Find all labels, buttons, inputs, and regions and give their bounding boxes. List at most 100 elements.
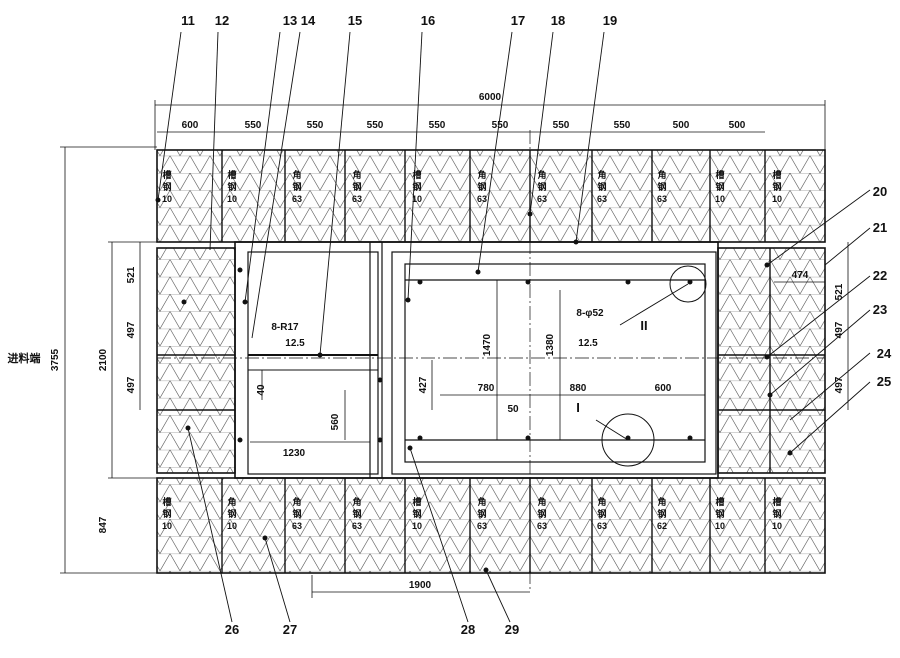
- segment-width-dimension: 600: [182, 120, 199, 131]
- cell-label-bottom: 10: [227, 521, 237, 531]
- cell-label-bottom: 钢: [657, 508, 666, 519]
- cell-label-top: 钢: [477, 181, 486, 192]
- dimension-880: 880: [570, 383, 587, 394]
- cell-label-bottom: 槽: [412, 496, 421, 507]
- hole-callout-b-sub: 12.5: [578, 338, 598, 349]
- hole-callout-b: 8-φ52: [576, 308, 604, 319]
- cell-label-top: 角: [537, 169, 546, 180]
- part-number-label: 22: [873, 268, 887, 283]
- dimension-lines: [60, 100, 849, 598]
- cell-label-bottom: 角: [597, 496, 606, 507]
- dimension-1900: 1900: [409, 580, 432, 591]
- part-number-label: 24: [877, 346, 892, 361]
- cell-label-bottom: 62: [657, 521, 667, 531]
- part-number-label: 11: [181, 13, 195, 28]
- middle-height-dimension: 2100: [98, 348, 109, 371]
- cell-label-top: 角: [292, 169, 301, 180]
- detail-circle-1: [601, 413, 655, 467]
- leader-lines: [157, 31, 871, 623]
- part-number-label: 19: [603, 13, 617, 28]
- cell-label-bottom: 10: [715, 521, 725, 531]
- cell-label-top: 10: [162, 194, 172, 204]
- cell-label-bottom: 角: [352, 496, 361, 507]
- segment-width-dimension: 550: [553, 120, 570, 131]
- middle-part-dimension: 497: [126, 376, 137, 393]
- cell-label-top: 钢: [657, 181, 666, 192]
- dimension-40: 40: [256, 384, 267, 396]
- segment-width-dimension: 550: [307, 120, 324, 131]
- right-part-dimension: 521: [834, 283, 845, 300]
- cell-label-top: 钢: [162, 181, 171, 192]
- cell-label-top: 钢: [597, 181, 606, 192]
- part-number-label: 17: [511, 13, 525, 28]
- cell-label-top: 10: [772, 194, 782, 204]
- part-number-label: 26: [225, 622, 239, 637]
- dimension-50: 50: [507, 404, 519, 415]
- segment-width-dimension: 550: [614, 120, 631, 131]
- right-grate-block: [717, 247, 826, 474]
- cell-label-bottom: 角: [537, 496, 546, 507]
- feed-end-label: 进料端: [8, 351, 41, 365]
- cell-label-top: 角: [352, 169, 361, 180]
- dimension-1230: 1230: [283, 448, 306, 459]
- cell-label-top: 钢: [292, 181, 301, 192]
- cell-label-bottom: 角: [657, 496, 666, 507]
- cell-label-top: 角: [657, 169, 666, 180]
- part-number-label: 16: [421, 13, 435, 28]
- part-number-label: 21: [873, 220, 887, 235]
- cell-label-top: 钢: [772, 181, 781, 192]
- detail-marker-1: I: [576, 400, 580, 415]
- part-number-label: 12: [215, 13, 229, 28]
- part-number-label: 14: [301, 13, 316, 28]
- cell-label-bottom: 角: [477, 496, 486, 507]
- top-grate-row: [156, 149, 826, 243]
- cell-label-bottom: 63: [477, 521, 487, 531]
- cell-label-top: 角: [477, 169, 486, 180]
- right-part-dimension: 497: [834, 376, 845, 393]
- dimension-427: 427: [418, 376, 429, 393]
- cell-label-bottom: 槽: [772, 496, 781, 507]
- overall-width-dimension: 6000: [479, 92, 502, 103]
- cell-label-top: 钢: [352, 181, 361, 192]
- segment-width-dimension: 550: [367, 120, 384, 131]
- segment-width-dimension: 500: [673, 120, 690, 131]
- segment-width-dimension: 550: [245, 120, 262, 131]
- cell-label-bottom: 槽: [715, 496, 724, 507]
- cell-label-bottom: 角: [292, 496, 301, 507]
- cell-label-bottom: 钢: [292, 508, 301, 519]
- part-number-label: 13: [283, 13, 297, 28]
- cell-label-top: 钢: [227, 181, 236, 192]
- part-number-label: 25: [877, 374, 891, 389]
- hole-callout-a: 8-R17: [271, 322, 299, 333]
- cell-label-bottom: 10: [162, 521, 172, 531]
- central-frame: [157, 130, 825, 590]
- cell-label-bottom: 角: [227, 496, 236, 507]
- cell-label-top: 10: [715, 194, 725, 204]
- cell-label-bottom: 63: [292, 521, 302, 531]
- cell-label-bottom: 钢: [715, 508, 724, 519]
- cell-label-top: 槽: [227, 169, 236, 180]
- dimension-560: 560: [330, 413, 341, 430]
- cell-label-bottom: 63: [597, 521, 607, 531]
- cell-label-top: 10: [412, 194, 422, 204]
- cell-label-bottom: 槽: [162, 496, 171, 507]
- dimension-1470: 1470: [482, 333, 493, 356]
- detail-marker-2: II: [640, 318, 647, 333]
- right-part-dimension: 497: [834, 321, 845, 338]
- part-number-label: 15: [348, 13, 362, 28]
- part-number-label: 23: [873, 302, 887, 317]
- cell-label-bottom: 钢: [412, 508, 421, 519]
- part-number-label: 28: [461, 622, 475, 637]
- cell-label-top: 角: [597, 169, 606, 180]
- segment-width-dimension: 550: [492, 120, 509, 131]
- cell-label-top: 钢: [715, 181, 724, 192]
- cell-label-top: 槽: [162, 169, 171, 180]
- bottom-grate-row: [156, 477, 826, 574]
- right-width-dimension: 474: [792, 270, 809, 281]
- cell-label-bottom: 钢: [772, 508, 781, 519]
- cell-label-top: 63: [597, 194, 607, 204]
- cell-label-top: 钢: [537, 181, 546, 192]
- detail-circle-2: [669, 265, 707, 303]
- part-number-label: 20: [873, 184, 887, 199]
